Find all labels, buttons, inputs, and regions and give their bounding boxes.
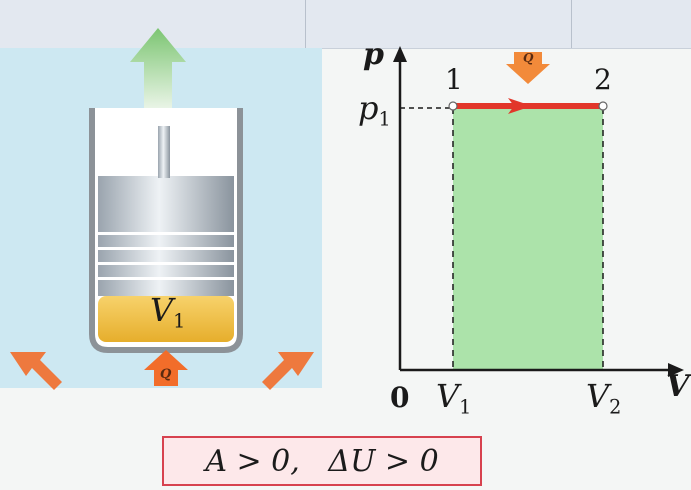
v1-label: V1	[436, 377, 472, 419]
y-axis-arrow-icon	[393, 46, 407, 62]
piston-ring	[98, 232, 234, 235]
heat-arrow-right-icon	[262, 352, 314, 390]
work-area	[453, 108, 603, 370]
v2-label: V2	[586, 377, 622, 419]
origin-label: 0	[390, 381, 410, 414]
work-up-arrow-icon	[130, 28, 186, 108]
state-point-2	[598, 101, 608, 111]
x-axis-arrow-icon	[668, 363, 684, 377]
state-point-1	[448, 101, 458, 111]
formula-text: A > 0, ΔU > 0	[205, 443, 439, 479]
y-axis-label: p	[363, 37, 384, 72]
piston-body	[98, 176, 234, 296]
piston-heat-label: Q	[160, 367, 172, 382]
piston-ring	[98, 262, 234, 265]
piston-ring	[98, 277, 234, 280]
window-top-bar	[0, 0, 691, 49]
point-1-label: 1	[445, 63, 463, 96]
piston-rod	[158, 126, 170, 178]
heat-arrow-left-icon	[10, 352, 62, 390]
point-2-label: 2	[594, 63, 612, 96]
formula-box: A > 0, ΔU > 0	[162, 436, 482, 486]
graph-heat-label: Q	[523, 51, 534, 65]
gas-volume-label: V1	[150, 291, 186, 333]
top-bar-cell	[0, 0, 306, 48]
process-direction-arrow-icon	[508, 98, 532, 114]
graph-heat-arrow-icon	[506, 52, 550, 84]
top-bar-cell	[306, 0, 572, 48]
piston-ring	[98, 247, 234, 250]
gas-region	[98, 296, 234, 342]
pressure-label: p1	[358, 89, 391, 131]
x-axis-label: V	[666, 369, 690, 404]
heat-arrow-bottom-icon	[144, 350, 188, 386]
